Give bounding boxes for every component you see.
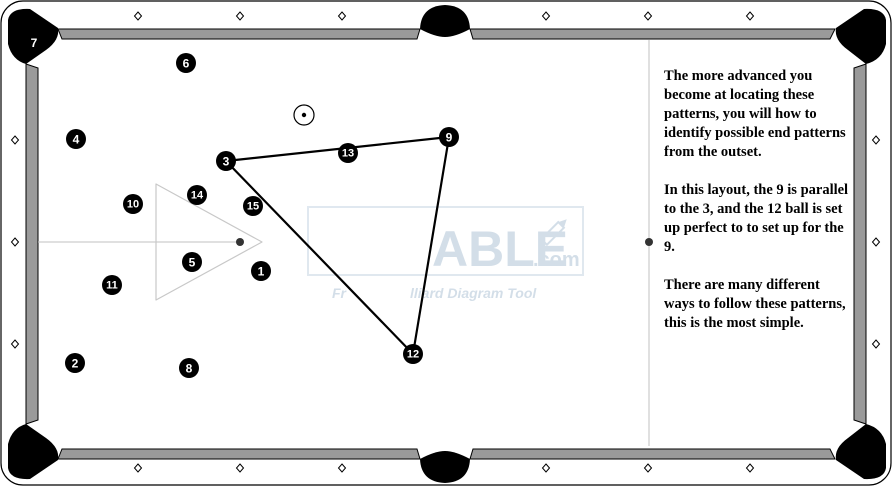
ball-14: 14 <box>187 185 207 205</box>
diamond-marker <box>745 463 755 473</box>
ball-label: 10 <box>127 199 139 211</box>
pocket-top-right <box>835 8 886 64</box>
note-paragraph-1: The more advanced you become at locating… <box>664 68 846 160</box>
diamond-marker <box>871 237 881 247</box>
pocket-top-left <box>8 8 59 64</box>
ball-label: 3 <box>223 155 230 169</box>
diamond-marker <box>871 135 881 145</box>
ball-11: 11 <box>102 275 122 295</box>
diamond-marker <box>337 11 347 21</box>
ball-label: 11 <box>106 280 118 292</box>
diamond-marker <box>541 11 551 21</box>
diamond-marker <box>10 339 20 349</box>
pocket-bottom-middle <box>420 451 470 483</box>
ball-5: 5 <box>182 252 202 272</box>
ball-10: 10 <box>123 194 143 214</box>
diamond-marker <box>133 11 143 21</box>
pockets <box>8 5 886 483</box>
ball-1: 1 <box>251 261 271 281</box>
diamond-marker <box>745 11 755 21</box>
svg-text:.com: .com <box>533 249 580 271</box>
cue-ball <box>293 104 315 126</box>
ball-label: 6 <box>183 57 190 71</box>
svg-text:ABLE: ABLE <box>432 221 568 277</box>
ball-6: 6 <box>176 53 196 73</box>
note-paragraph-3: There are many different ways to follow … <box>664 277 846 331</box>
diamond-marker <box>643 11 653 21</box>
ball-label: 8 <box>186 362 193 376</box>
diamond-marker <box>10 237 20 247</box>
ball-13: 13 <box>338 143 358 163</box>
diamond-marker <box>133 463 143 473</box>
cushion-rails <box>25 28 867 460</box>
ball-2: 2 <box>65 353 85 373</box>
ball-label: 14 <box>191 190 204 202</box>
ball-9: 9 <box>439 127 459 147</box>
diamond-marker <box>643 463 653 473</box>
diamond-marker <box>235 11 245 21</box>
foot-spot <box>236 238 244 246</box>
ball-label: 9 <box>446 131 453 145</box>
ball-label: 4 <box>73 133 80 147</box>
pocket-bottom-left <box>8 424 59 480</box>
ball-label: 15 <box>247 201 259 213</box>
rail-diamonds <box>10 11 881 473</box>
ball-label: 5 <box>189 256 196 270</box>
watermark: ABLE .com Fr lliard Diagram Tool <box>307 206 584 301</box>
ball-4: 4 <box>66 129 86 149</box>
ball-12: 12 <box>403 344 423 364</box>
diamond-marker <box>10 135 20 145</box>
ball-label: 13 <box>342 148 354 160</box>
diamond-marker <box>337 463 347 473</box>
pocket-label: 7 <box>31 36 38 50</box>
ball-15: 15 <box>243 196 263 216</box>
head-spot <box>645 238 653 246</box>
diamond-marker <box>541 463 551 473</box>
svg-text:Fr: Fr <box>332 285 348 301</box>
ball-3: 3 <box>216 151 236 171</box>
shot-path <box>225 135 451 356</box>
diamond-marker <box>235 463 245 473</box>
svg-text:lliard Diagram Tool: lliard Diagram Tool <box>410 285 537 301</box>
pocket-top-middle <box>420 5 470 37</box>
note-paragraph-2: In this layout, the 9 is parallel to the… <box>664 182 849 255</box>
rack-triangle <box>155 183 263 301</box>
ball-8: 8 <box>179 358 199 378</box>
ball-label: 12 <box>407 349 419 361</box>
ball-label: 2 <box>72 357 79 371</box>
ball-label: 1 <box>258 265 265 279</box>
pocket-bottom-right <box>835 424 886 480</box>
diamond-marker <box>871 339 881 349</box>
